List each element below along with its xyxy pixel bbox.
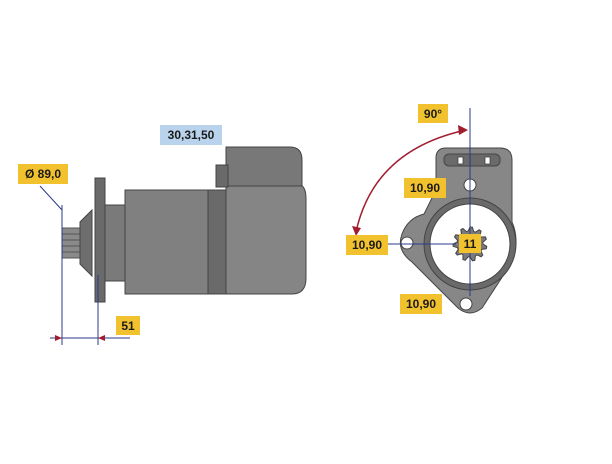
diameter-label: Ø 89,0	[18, 164, 68, 184]
teeth-count-label: 11	[459, 234, 481, 253]
mounting-flange	[94, 177, 106, 303]
terminal-label: 30,31,50	[160, 125, 222, 145]
solenoid	[225, 146, 303, 187]
front-view	[352, 108, 517, 314]
hole-top-label: 10,90	[404, 178, 446, 198]
hole-bottom-label: 10,90	[400, 294, 442, 314]
angle-label: 90°	[418, 104, 448, 123]
side-view	[39, 146, 307, 345]
drive-end-nose	[79, 208, 93, 278]
motor-body	[124, 189, 211, 295]
hole-left-label: 10,90	[346, 235, 388, 255]
length-label: 51	[116, 316, 140, 335]
mounting-hole-left	[400, 236, 414, 250]
mounting-hole-bottom	[459, 297, 473, 311]
rear-housing	[225, 181, 307, 295]
angle-arc	[355, 129, 467, 233]
pinion-gear	[61, 227, 83, 259]
